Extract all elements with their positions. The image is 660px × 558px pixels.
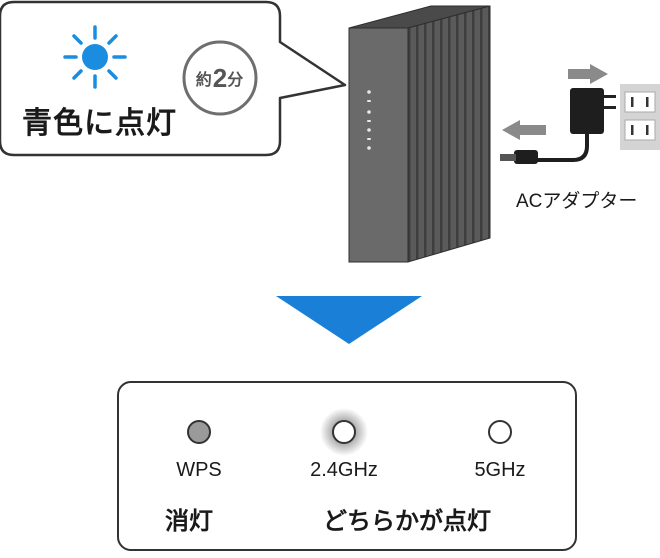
- ac-adapter-icon: [500, 88, 616, 164]
- router-device: [348, 5, 491, 263]
- down-arrow-icon: [276, 296, 422, 344]
- status-text: 青色に点灯: [22, 107, 177, 140]
- time-unit: 分: [227, 72, 244, 89]
- wifi-state-text: どちらかが点灯: [323, 508, 491, 535]
- callout-bubble: [0, 0, 347, 157]
- callout-graphics: [0, 0, 347, 157]
- router-leds: [367, 90, 371, 150]
- arrow-to-outlet-icon: [568, 64, 608, 84]
- blue-light-icon: [63, 25, 127, 89]
- time-badge-ring: [182, 40, 258, 116]
- wifi5-label: 5GHz: [474, 459, 526, 481]
- wps-label: WPS: [176, 459, 222, 481]
- adapter-label: ACアダプター: [516, 191, 638, 212]
- status-panel: WPS 2.4GHz 5GHz 消灯 どちらかが点灯: [117, 381, 577, 551]
- wps-state-text: 消灯: [165, 508, 213, 535]
- wifi24-label: 2.4GHz: [310, 459, 378, 481]
- wall-outlet-icon: [620, 84, 660, 150]
- wifi5-led-icon: [488, 420, 512, 444]
- led-indicators: [187, 408, 512, 456]
- time-value: 2: [212, 62, 228, 93]
- time-prefix: 約: [195, 72, 212, 89]
- arrow-to-router-icon: [502, 120, 546, 140]
- wifi24-led-icon: [332, 420, 356, 444]
- wps-led-icon: [187, 420, 211, 444]
- router-illustration: [348, 5, 660, 263]
